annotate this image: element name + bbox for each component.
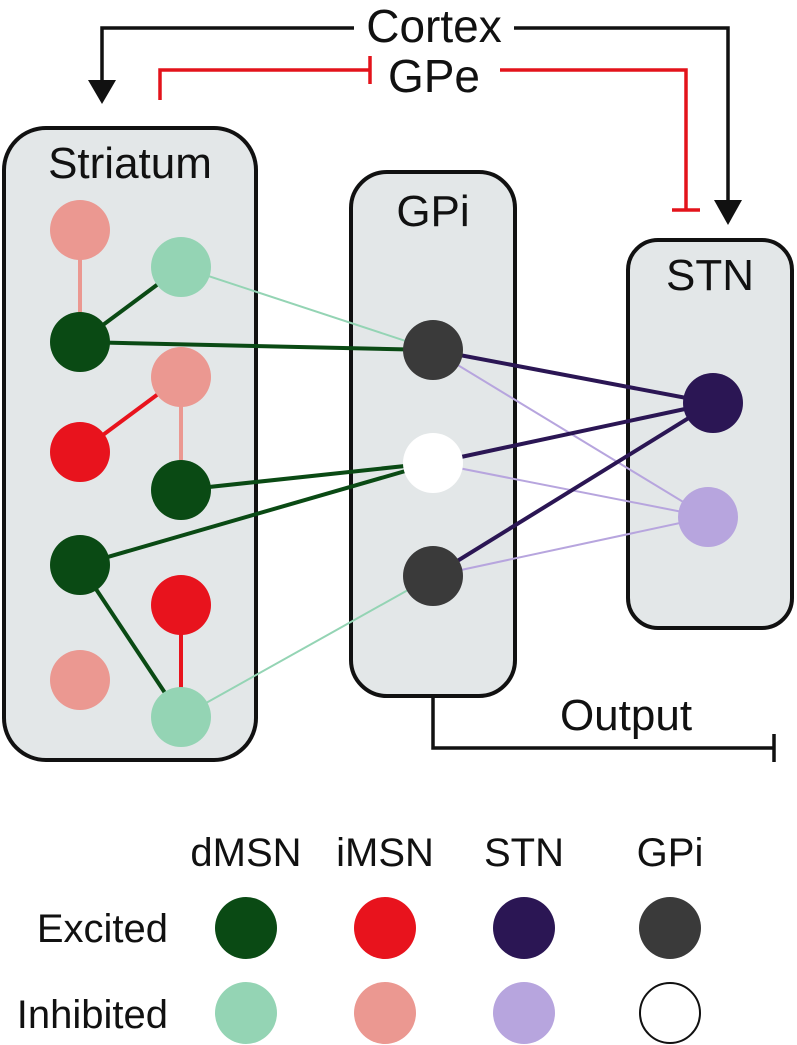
legend-dmsn-inhibited-swatch bbox=[215, 982, 277, 1044]
output-pathway bbox=[431, 696, 776, 762]
stn-neurons bbox=[678, 373, 743, 547]
legend-row-excited: Excited bbox=[37, 907, 168, 951]
output-label: Output bbox=[560, 691, 692, 740]
connection-line bbox=[180, 266, 434, 351]
stn-excited-neuron bbox=[683, 373, 743, 433]
stn-inhibited-neuron bbox=[678, 487, 738, 547]
legend-row-inhibited: Inhibited bbox=[17, 993, 168, 1037]
connection-line bbox=[79, 461, 434, 567]
legend-column-stn: STN bbox=[484, 831, 564, 875]
gpi-excited-neuron bbox=[403, 546, 463, 606]
connection-line bbox=[180, 575, 434, 718]
dmsn-inhibited-neuron bbox=[151, 237, 211, 297]
striatum-region bbox=[2, 126, 258, 762]
cortex-to-striatum-line bbox=[100, 26, 354, 80]
legend-gpi-excited-swatch bbox=[639, 897, 701, 959]
striatum-neurons bbox=[50, 200, 211, 747]
gpi-excited-neuron bbox=[403, 320, 463, 380]
dmsn-excited-neuron bbox=[50, 535, 110, 595]
imsn-excited-neuron bbox=[151, 575, 211, 635]
striatum-label: Striatum bbox=[48, 139, 212, 188]
gpi-inhibited-neuron bbox=[403, 433, 463, 493]
legend-imsn-inhibited-swatch bbox=[354, 982, 416, 1044]
striatum-to-gpe-line bbox=[158, 68, 370, 100]
gpe-to-stn-line bbox=[500, 68, 688, 210]
dmsn-inhibited-neuron bbox=[151, 687, 211, 747]
legend-dmsn-excited-swatch bbox=[215, 897, 277, 959]
connection-line bbox=[432, 516, 709, 577]
legend-column-gpi: GPi bbox=[637, 831, 704, 875]
cortex-label: Cortex bbox=[366, 0, 501, 52]
legend-gpi-inhibited-swatch bbox=[639, 982, 701, 1044]
connection-line bbox=[432, 401, 714, 465]
output-line bbox=[431, 696, 774, 750]
gpi-label: GPi bbox=[396, 187, 469, 236]
dmsn-excited-neuron bbox=[151, 460, 211, 520]
imsn-inhibited-neuron bbox=[50, 650, 110, 710]
connection-line bbox=[431, 401, 715, 578]
imsn-inhibited-neuron bbox=[151, 347, 211, 407]
gpe-pathway bbox=[158, 56, 700, 212]
legend-column-imsn: iMSN bbox=[336, 831, 434, 875]
cortex-to-stn-line bbox=[514, 26, 730, 205]
connection-line bbox=[180, 461, 434, 492]
stn-label: STN bbox=[666, 251, 754, 300]
cortex-to-stn-arrowhead bbox=[714, 200, 742, 225]
legend: dMSN iMSN STN GPi Excited Inhibited bbox=[17, 831, 704, 1044]
cortex-pathway bbox=[100, 26, 730, 205]
gpi-neurons bbox=[403, 320, 463, 606]
legend-column-dmsn: dMSN bbox=[190, 831, 301, 875]
connection-line bbox=[78, 563, 183, 719]
stn-region bbox=[626, 238, 794, 630]
imsn-excited-neuron bbox=[50, 422, 110, 482]
gpe-label: GPe bbox=[388, 50, 480, 102]
imsn-inhibited-neuron bbox=[50, 200, 110, 260]
connection-line bbox=[432, 348, 714, 405]
legend-imsn-excited-swatch bbox=[354, 897, 416, 959]
dmsn-excited-neuron bbox=[50, 312, 110, 372]
legend-stn-excited-swatch bbox=[493, 897, 555, 959]
connection-line bbox=[79, 340, 434, 352]
legend-stn-inhibited-swatch bbox=[493, 982, 555, 1044]
cortex-to-striatum-arrowhead bbox=[88, 80, 116, 104]
